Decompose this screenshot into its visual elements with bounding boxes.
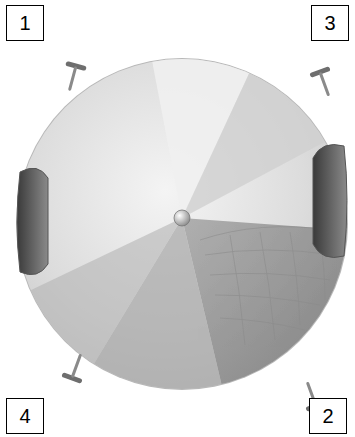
callout-number: 2 bbox=[322, 406, 333, 426]
callout-number: 4 bbox=[19, 406, 30, 426]
screw bbox=[62, 64, 336, 409]
callout-number: 3 bbox=[324, 13, 335, 33]
callout-box: 3 bbox=[311, 5, 349, 41]
callout-box: 1 bbox=[6, 5, 44, 41]
callout-box: 4 bbox=[6, 398, 44, 434]
center-knob bbox=[174, 210, 190, 226]
callout-box: 2 bbox=[309, 398, 347, 434]
side-cutout bbox=[313, 145, 347, 258]
side-cutout bbox=[17, 168, 48, 275]
callout-number: 1 bbox=[19, 13, 30, 33]
